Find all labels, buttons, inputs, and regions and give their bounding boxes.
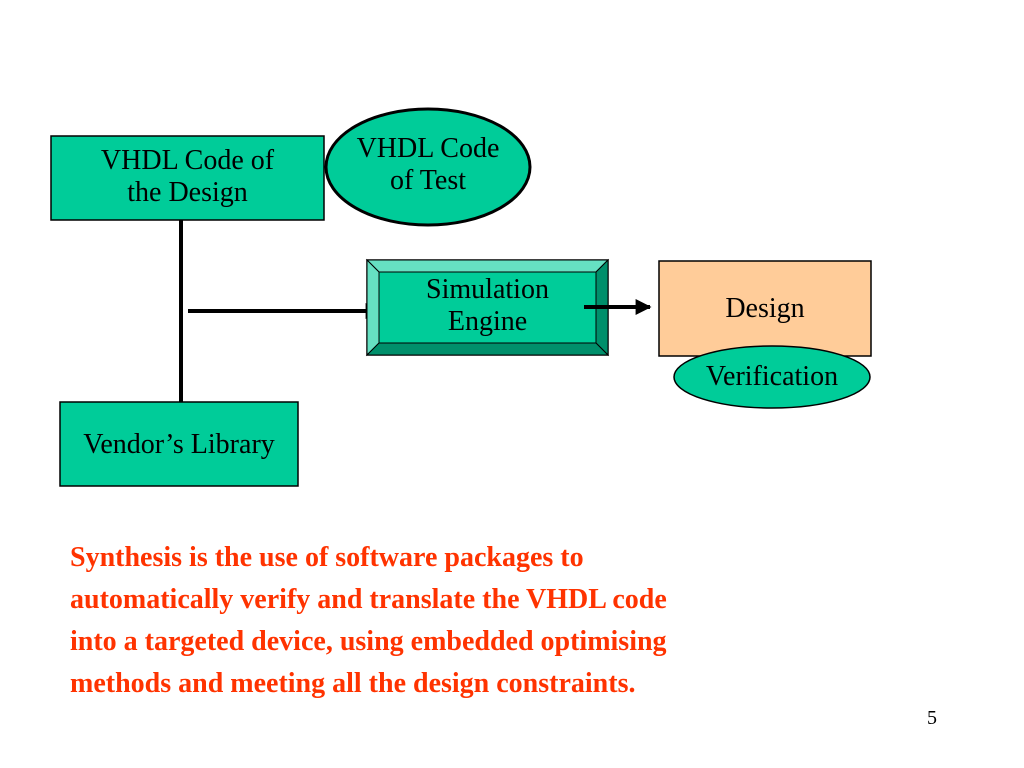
- design-label: Design: [725, 293, 805, 324]
- design-code-box: [50, 135, 325, 221]
- caption-line: methods and meeting all the design const…: [70, 668, 636, 699]
- design-box: [658, 260, 872, 357]
- test-code-line1: VHDL Code: [356, 133, 500, 164]
- page-number: 5: [927, 707, 937, 729]
- vendor-library-box: [59, 401, 299, 487]
- vendor-library-label: Vendor’s Library: [83, 429, 275, 460]
- caption-line: into a targeted device, using embedded o…: [70, 626, 667, 657]
- simulation-engine-line1: Simulation: [426, 274, 549, 305]
- verification-label: Verification: [705, 361, 839, 392]
- verification-ellipse: [673, 345, 871, 409]
- design-code-label: VHDL Code of the Design: [51, 145, 324, 209]
- simulation-engine-label: Simulation Engine: [367, 274, 608, 338]
- test-code-ellipse: [324, 107, 532, 227]
- design-code-line2: the Design: [127, 177, 248, 208]
- test-code-label: VHDL Code of Test: [326, 133, 530, 197]
- design-code-line1: VHDL Code of: [100, 145, 275, 176]
- caption-line: Synthesis is the use of software package…: [70, 542, 584, 573]
- caption-line: automatically verify and translate the V…: [70, 584, 667, 615]
- synthesis-caption: Synthesis is the use of software package…: [70, 537, 890, 705]
- simulation-engine-line2: Engine: [447, 306, 528, 337]
- simulation-engine-box: [365, 258, 610, 357]
- test-code-line2: of Test: [389, 165, 467, 196]
